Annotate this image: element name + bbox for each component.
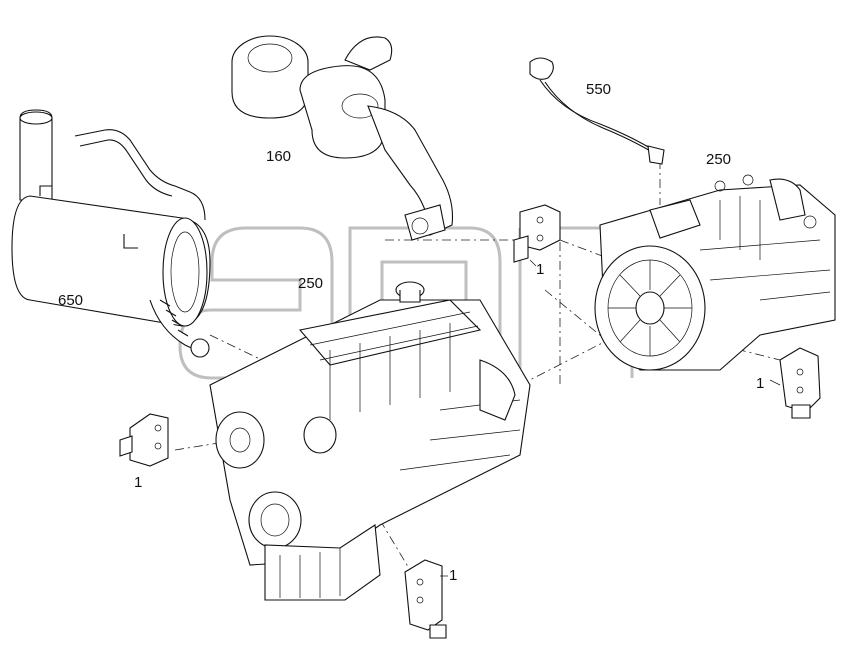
exhaust-silencer [11, 109, 211, 358]
callout-mount-engine-left: 1 [134, 474, 143, 491]
transmission [594, 174, 836, 371]
callout-exhaust-silencer: 650 [58, 292, 84, 309]
callout-mount-engine-front: 1 [449, 567, 458, 584]
engine-mount-front [404, 559, 447, 639]
engine-mount-left [119, 413, 169, 467]
leader-lines [440, 259, 781, 577]
callout-mount-transmission: 1 [756, 375, 765, 392]
oil-line [529, 57, 665, 165]
callout-engine: 250 [298, 275, 324, 292]
callout-air-filter: 160 [266, 148, 292, 165]
callout-oil-line: 550 [586, 81, 612, 98]
engine [209, 281, 531, 601]
air-filter [231, 35, 454, 241]
transmission-mount [779, 347, 821, 419]
engine-mount-rear [513, 204, 561, 263]
callout-mount-engine-rear: 1 [536, 261, 545, 278]
callout-transmission: 250 [706, 151, 732, 168]
